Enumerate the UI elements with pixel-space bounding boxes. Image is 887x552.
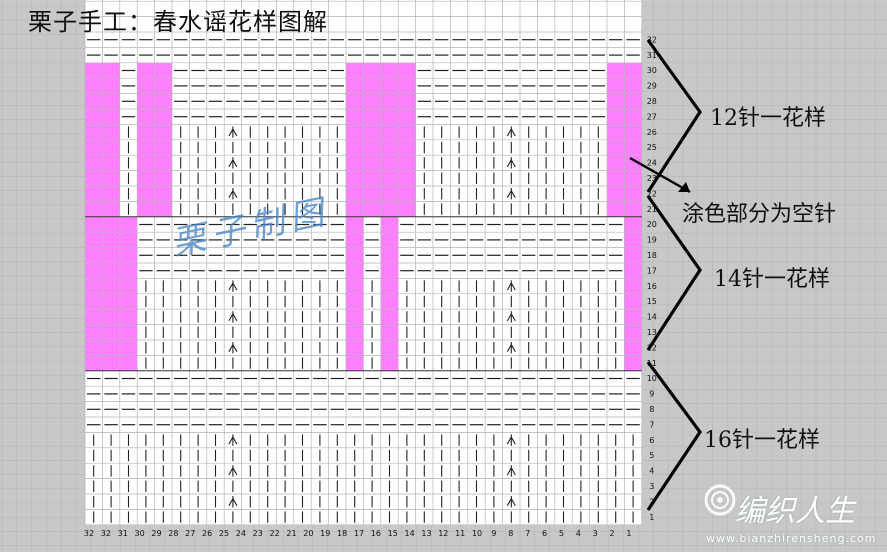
- row-label: 16: [647, 282, 657, 291]
- row-label: 3: [649, 482, 654, 491]
- column-label: 26: [202, 529, 212, 538]
- column-label: 10: [472, 529, 482, 538]
- column-label: 1: [626, 529, 631, 538]
- row-label: 10: [647, 374, 657, 383]
- center-decrease-symbol: [506, 127, 516, 137]
- column-label: 7: [525, 529, 530, 538]
- column-label: 20: [303, 529, 313, 538]
- column-label: 31: [118, 529, 128, 538]
- row-label: 27: [647, 112, 657, 121]
- center-decrease-symbol: [228, 158, 238, 168]
- column-label: 27: [185, 529, 195, 538]
- column-label: 32: [84, 529, 94, 538]
- page-title: 栗子手工：春水谣花样图解: [28, 8, 328, 36]
- column-label: 22: [270, 529, 280, 538]
- row-label: 17: [647, 266, 657, 275]
- row-label: 29: [647, 82, 657, 91]
- column-label: 21: [286, 529, 296, 538]
- row-label: 23: [647, 174, 657, 183]
- row-label: 9: [649, 390, 654, 399]
- column-label: 12: [438, 529, 448, 538]
- annotation-repeat-14: 14针一花样: [714, 267, 830, 292]
- note-arrow-line: [629, 156, 691, 194]
- row-label: 25: [647, 143, 657, 152]
- row-label: 18: [647, 251, 657, 260]
- row-label: 13: [647, 328, 657, 337]
- column-label: 25: [219, 529, 229, 538]
- center-decrease-symbol: [228, 466, 238, 476]
- center-decrease-symbol: [506, 466, 516, 476]
- center-decrease-symbol: [506, 158, 516, 168]
- row-label: 11: [647, 359, 657, 368]
- center-decrease-symbol: [228, 312, 238, 322]
- center-decrease-symbol: [506, 343, 516, 352]
- column-label: 11: [455, 529, 465, 538]
- center-decrease-symbol: [506, 189, 516, 198]
- row-label: 6: [649, 436, 654, 445]
- center-decrease-symbol: [228, 281, 238, 291]
- center-decrease-symbol: [228, 435, 238, 445]
- row-label: 19: [647, 236, 657, 245]
- center-decrease-symbol: [506, 312, 516, 322]
- row-label: 26: [647, 128, 657, 137]
- column-label: 17: [354, 529, 364, 538]
- column-label: 4: [576, 529, 581, 538]
- column-label: 16: [371, 529, 381, 538]
- annotation-repeat-16: 16针一花样: [704, 428, 820, 453]
- center-decrease-symbol: [506, 497, 516, 506]
- row-label: 7: [649, 420, 654, 429]
- annotation-repeat-12: 12针一花样: [710, 106, 826, 131]
- row-label: 15: [647, 297, 657, 306]
- column-label: 15: [388, 529, 398, 538]
- site-name: 编织人生: [735, 494, 855, 529]
- column-label: 13: [421, 529, 431, 538]
- column-label: 2: [610, 529, 615, 538]
- column-label: 19: [320, 529, 330, 538]
- row-label: 24: [647, 159, 657, 168]
- center-decrease-symbol: [228, 497, 238, 506]
- center-decrease-symbol: [506, 281, 516, 291]
- center-decrease-symbol: [228, 343, 238, 352]
- column-label: 9: [491, 529, 496, 538]
- row-label: 28: [647, 97, 657, 106]
- row-label: 22: [647, 189, 657, 198]
- center-decrease-symbol: [228, 127, 238, 137]
- row-label: 14: [647, 313, 657, 322]
- column-label: 29: [151, 529, 161, 538]
- row-label: 21: [647, 205, 657, 214]
- row-label: 4: [649, 467, 654, 476]
- column-label: 28: [168, 529, 178, 538]
- row-label: 31: [647, 51, 657, 60]
- column-label: 24: [236, 529, 246, 538]
- row-label: 30: [647, 66, 657, 75]
- row-label: 8: [649, 405, 654, 414]
- center-decrease-symbol: [506, 435, 516, 445]
- row-label: 5: [649, 451, 654, 460]
- column-label: 8: [508, 529, 513, 538]
- annotation-empty-stitch-note: 涂色部分为空针: [682, 202, 837, 227]
- site-url: www.bianzhirensheng.com: [706, 532, 877, 545]
- repeat-bracket: [646, 195, 702, 351]
- column-label: 32: [101, 529, 111, 538]
- repeat-bracket: [646, 361, 702, 511]
- column-label: 23: [253, 529, 263, 538]
- site-logo-icon: [704, 484, 736, 516]
- column-label: 3: [593, 529, 598, 538]
- column-label: 30: [135, 529, 145, 538]
- column-label: 14: [404, 529, 414, 538]
- column-label: 6: [542, 529, 547, 538]
- column-label: 18: [337, 529, 347, 538]
- row-label: 20: [647, 220, 657, 229]
- row-label: 1: [649, 513, 654, 522]
- row-label: 32: [647, 35, 657, 44]
- note-arrow-head: [678, 182, 690, 192]
- repeat-bracket: [646, 39, 702, 193]
- row-label: 12: [647, 343, 657, 352]
- center-decrease-symbol: [228, 189, 238, 198]
- column-label: 5: [559, 529, 564, 538]
